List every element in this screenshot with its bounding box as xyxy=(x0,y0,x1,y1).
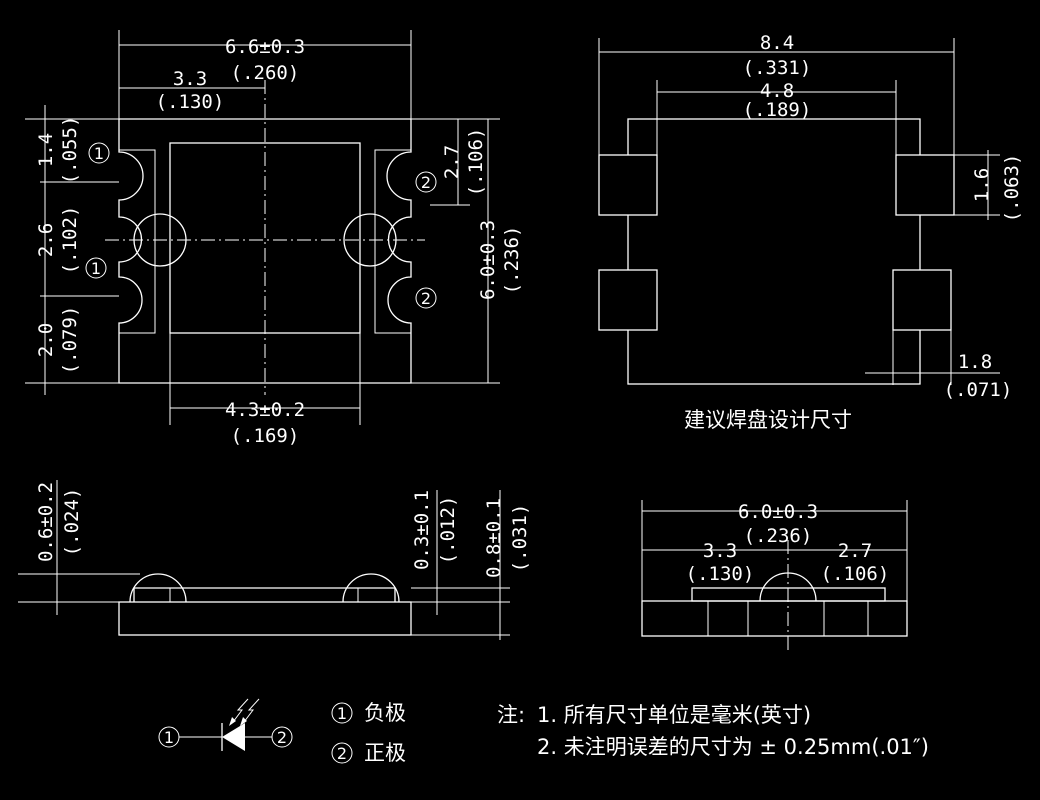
dim-body-thickness-in: (.031) xyxy=(509,504,531,573)
diode-pin1-label: 1 xyxy=(164,728,174,747)
side-view: 0.6±0.2 (.024) 0.3±0.1 (.012) 0.8±0.1 (.… xyxy=(18,480,531,640)
dim-right-top-in: (.106) xyxy=(465,128,487,197)
dim-left-mid: 2.6 xyxy=(35,223,57,257)
pad-bottom-left xyxy=(598,269,658,331)
dim-lens-height: 0.6±0.2 xyxy=(35,482,57,562)
pad-view: 8.4 (.331) 4.8 (.189) 1.6 (.063) 1.8 (.0… xyxy=(598,32,1023,432)
dim-pad-height-in: (.063) xyxy=(1001,154,1023,223)
diode-pin2-label: 2 xyxy=(277,728,287,747)
notes-prefix: 注: xyxy=(497,703,525,727)
dim-pad-total: 8.4 xyxy=(760,32,794,54)
dim-width-total: 6.6±0.3 xyxy=(225,36,305,58)
dim-half-width: 3.3 xyxy=(173,68,207,90)
dim-pad-total-in: (.331) xyxy=(743,57,812,79)
positive-mark: 2 xyxy=(337,744,347,763)
dim-left-bottom: 2.0 xyxy=(35,323,57,357)
dim-pad-width: 1.8 xyxy=(958,351,992,373)
dim-pad-width-in: (.071) xyxy=(944,379,1013,401)
pin2-mark-b: 2 xyxy=(421,289,431,308)
dim-left-mid-in: (.102) xyxy=(59,206,81,275)
side-top-layer xyxy=(133,587,396,602)
dim-bottom-width: 4.3±0.2 xyxy=(225,399,305,421)
dim-pad-inner: 4.8 xyxy=(760,80,794,102)
dim-end-total: 6.0±0.3 xyxy=(738,501,818,523)
positive-label: 正极 xyxy=(364,741,406,765)
note-2: 2. 未注明误差的尺寸为 ± 0.25mm(.01″) xyxy=(537,735,929,759)
left-electrode xyxy=(119,149,156,334)
dim-end-total-in: (.236) xyxy=(744,525,813,547)
pad-tl-bg xyxy=(599,155,657,215)
pin1-mark-circle-b xyxy=(85,257,107,279)
top-view: 6.6±0.3 (.260) 3.3 (.130) 4.3±0.2 (.169)… xyxy=(25,30,523,447)
notes: 注: 1. 所有尺寸单位是毫米(英寸) 2. 未注明误差的尺寸为 ± 0.25m… xyxy=(497,703,929,759)
pin1-mark-a: 1 xyxy=(94,144,104,163)
diode-symbol: 1 2 xyxy=(158,698,293,751)
dim-pad-thickness-in: (.012) xyxy=(437,496,459,565)
right-electrode xyxy=(374,149,411,334)
side-right-lens xyxy=(342,573,400,603)
dim-body-thickness: 0.8±0.1 xyxy=(483,498,505,578)
dim-lens-height-in: (.024) xyxy=(61,488,83,557)
dim-right-top: 2.7 xyxy=(441,145,463,179)
dim-left-bottom-in: (.079) xyxy=(59,306,81,375)
pin2-mark-a: 2 xyxy=(421,173,431,192)
dim-half-width-in: (.130) xyxy=(156,91,225,113)
note-1: 1. 所有尺寸单位是毫米(英寸) xyxy=(537,703,811,727)
light-arrows-icon xyxy=(229,698,260,726)
pin1-mark-circle-a xyxy=(88,142,110,164)
pad-outline xyxy=(627,118,921,385)
polarity-legend: 1 负极 2 正极 xyxy=(331,701,406,765)
end-view: 6.0±0.3 (.236) 3.3 (.130) 2.7 (.106) xyxy=(641,500,908,650)
pad-bottom-right xyxy=(892,269,952,331)
dim-end-left: 3.3 xyxy=(703,540,737,562)
pad-top-right xyxy=(895,154,955,216)
diode-triangle xyxy=(222,723,245,751)
dim-width-total-in: (.260) xyxy=(231,62,300,84)
dim-bottom-width-in: (.169) xyxy=(231,425,300,447)
dim-right-height: 6.0±0.3 xyxy=(477,220,499,300)
dim-end-right-in: (.106) xyxy=(821,563,890,585)
dim-left-top: 1.4 xyxy=(35,133,57,167)
side-left-lens xyxy=(129,573,187,603)
dim-right-height-in: (.236) xyxy=(501,226,523,295)
pin2-mark-circle-b xyxy=(415,287,437,309)
dim-pad-inner-in: (.189) xyxy=(743,99,812,121)
pad-top-left xyxy=(598,154,658,216)
pin1-mark-b: 1 xyxy=(91,259,101,278)
pad-caption: 建议焊盘设计尺寸 xyxy=(684,408,852,432)
negative-label: 负极 xyxy=(364,701,406,725)
dim-pad-thickness: 0.3±0.1 xyxy=(411,490,433,570)
dim-end-left-in: (.130) xyxy=(686,563,755,585)
pin2-mark-circle-a xyxy=(415,171,437,193)
dim-left-top-in: (.055) xyxy=(59,116,81,185)
dim-pad-height: 1.6 xyxy=(971,168,993,202)
dim-end-right: 2.7 xyxy=(838,540,872,562)
end-body xyxy=(641,600,908,637)
negative-mark: 1 xyxy=(337,704,347,723)
side-body xyxy=(118,601,412,636)
